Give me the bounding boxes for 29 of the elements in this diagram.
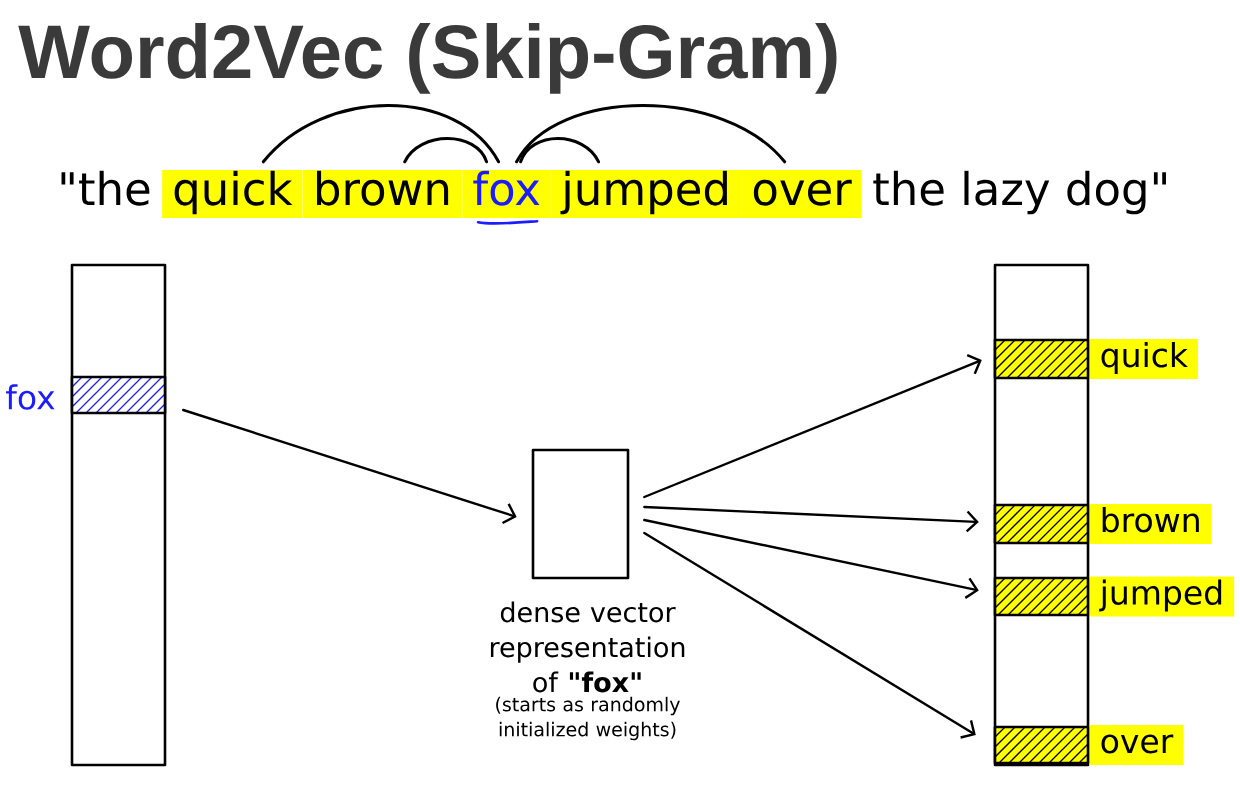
hatched-slot [993, 503, 1090, 545]
word-label: fox [6, 384, 55, 410]
context-arc [519, 137, 601, 164]
arrow [643, 354, 982, 499]
highlighted-word: fox [462, 170, 551, 218]
arrow [643, 518, 979, 599]
title: Word2Vec (Skip-Gram) [18, 22, 837, 94]
highlighted-word: jumped [1089, 576, 1235, 617]
highlighted-word: quick [162, 170, 303, 218]
highlighted-word: quick [1089, 339, 1198, 379]
highlighted-word: over [741, 170, 862, 218]
highlighted-word: brown [302, 170, 462, 218]
arrow [643, 505, 979, 533]
context-arc [261, 104, 501, 164]
sentence-text: the lazy dog" [873, 170, 1166, 215]
vector-column [993, 263, 1090, 767]
highlighted-word: over [1089, 725, 1184, 765]
hatched-slot [993, 725, 1090, 765]
node-label: fox [473, 170, 540, 206]
hatched-slot [993, 338, 1090, 380]
arrow [182, 408, 517, 525]
arrow [643, 531, 976, 739]
hatched-slot [993, 576, 1090, 617]
context-arc [515, 104, 787, 164]
context-arc [403, 137, 489, 164]
vector-column [70, 263, 167, 767]
description-text: dense vector representation of "fox" [490, 601, 685, 693]
description-text: (starts as randomly initialized weights) [496, 696, 680, 741]
highlighted-word: brown [1089, 504, 1212, 544]
